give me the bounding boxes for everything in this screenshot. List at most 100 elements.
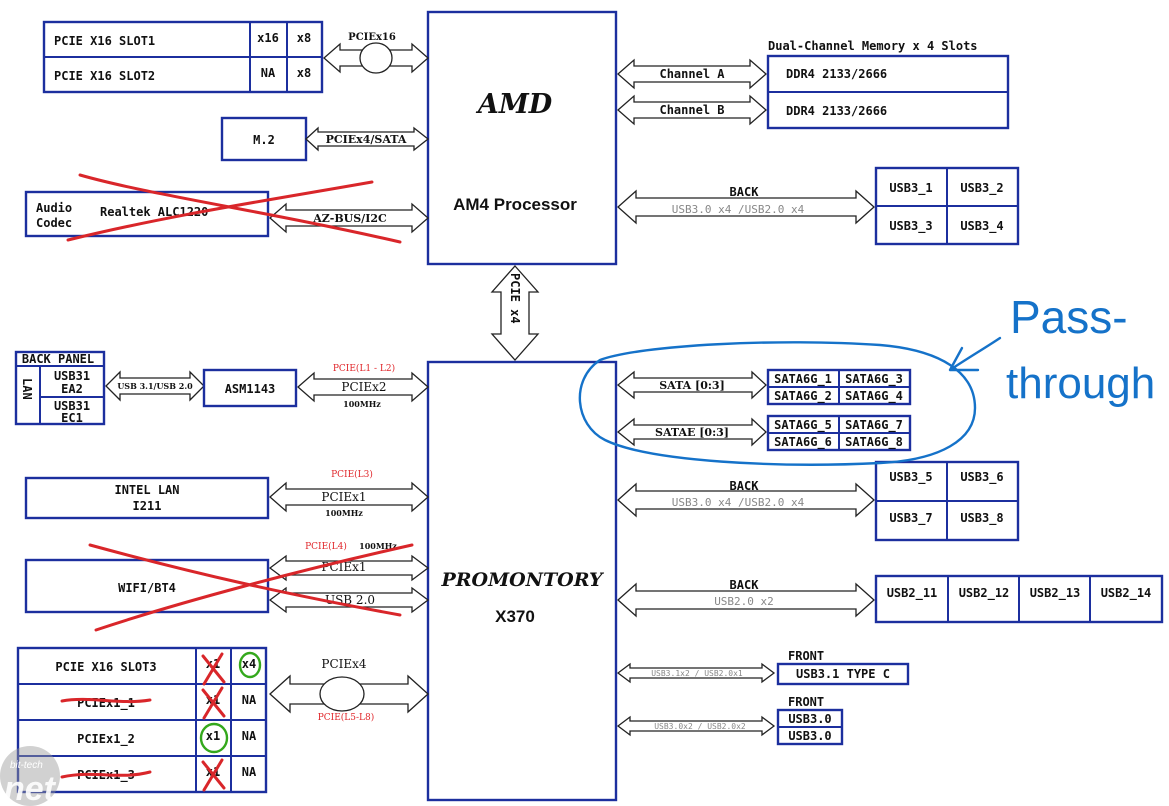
chipset-usb2-block: BACK USB2.0 x2 USB2_11 USB2_12 USB2_13 U…: [617, 574, 1164, 624]
back-panel-port2-a: USB31: [54, 399, 90, 413]
channel-b-label: Channel B: [659, 103, 724, 117]
m2-label: M.2: [253, 133, 275, 147]
usb3-3-port: USB3_3: [889, 219, 932, 234]
front-typec-port: USB3.1 TYPE C: [796, 667, 890, 681]
bit-tech-watermark: bit-tech net: [0, 746, 60, 806]
pass-through-annotation: Pass- through: [578, 291, 1155, 466]
pcie-slot3-group: PCIE X16 SLOT3 PCIEx1_1 PCIEx1_2 PCIEx1_…: [16, 646, 429, 794]
usb2-13-port: USB2_13: [1030, 586, 1081, 601]
front-typec-bus: USB3.1x2 / USB2.0x1: [651, 669, 743, 678]
intel-lan-lanes: PCIE(L3): [331, 469, 373, 480]
sata6g-6: SATA6G_6: [774, 435, 832, 450]
cpu-usb-block: BACK USB3.0 x4 /USB2.0 x4 USB3_1 USB3_2 …: [617, 166, 1020, 246]
wifi-cross-out: [88, 543, 414, 632]
back-panel-block: BACK PANEL LAN USB31 EA2 USB31 EC1 USB 3…: [14, 350, 205, 426]
cpu-chipset-link: PCIE x4: [490, 265, 540, 361]
usb3-6-port: USB3_6: [960, 470, 1003, 485]
annotation-line1: Pass-: [1010, 291, 1128, 343]
back-panel-port1-a: USB31: [54, 369, 90, 383]
sata6g-7: SATA6G_7: [845, 418, 903, 433]
annotation-line2: through: [1006, 359, 1155, 408]
chipset-brand: PROMONTORY: [440, 569, 604, 591]
usb3-7-port: USB3_7: [889, 511, 932, 526]
asm1143-label: ASM1143: [225, 382, 276, 396]
memory-block: Dual-Channel Memory x 4 Slots DDR4 2133/…: [617, 39, 1010, 130]
slot3-row3-name: PCIEx1_2: [77, 732, 135, 747]
slot3-row3-b: NA: [242, 729, 257, 743]
wifi-block: WIFI/BT4 PCIE(L4) 100MHz PCIEx1 USB 2.0: [24, 541, 430, 632]
usb3-8-port: USB3_8: [960, 511, 1003, 526]
usb2-11-port: USB2_11: [887, 586, 938, 601]
usb2-14-port: USB2_14: [1101, 586, 1152, 601]
memory-slot-b: DDR4 2133/2666: [786, 104, 887, 118]
slot3-row1-name: PCIE X16 SLOT3: [55, 660, 156, 674]
audio-block: Audio Codec Realtek ALC1220 AZ-BUS/I2C: [24, 173, 429, 244]
pcie-x16-link: PCIEx16: [323, 32, 429, 74]
slot2-mode-a: NA: [261, 66, 276, 80]
cpu-usb-title: BACK: [730, 185, 760, 199]
slot1-mode-b: x8: [297, 31, 311, 45]
front-usb3-bus: USB3.0x2 / USB2.0x2: [654, 722, 746, 731]
chipset-block: PROMONTORY X370: [426, 360, 618, 802]
sata6g-3: SATA6G_3: [845, 372, 903, 387]
watermark-big: net: [4, 770, 57, 806]
sata-bus-1: SATA [0:3]: [659, 379, 725, 392]
sata6g-5: SATA6G_5: [774, 418, 832, 433]
cpu-brand: AMD: [475, 89, 553, 120]
slot2-label: PCIE X16 SLOT2: [54, 69, 155, 83]
cpu-name: AM4 Processor: [453, 195, 577, 214]
m2-block: M.2 PCIEx4/SATA: [220, 116, 430, 162]
chipset-usb3-title: BACK: [730, 479, 760, 493]
sata6g-8: SATA6G_8: [845, 435, 903, 450]
sata6g-1: SATA6G_1: [774, 372, 832, 387]
wifi-freq: 100MHz: [359, 541, 397, 551]
pcie-x16-slots: PCIE X16 SLOT1 PCIE X16 SLOT2 x16 x8 NA …: [42, 20, 324, 94]
chipset-usb3-bus: USB3.0 x4 /USB2.0 x4: [672, 496, 805, 509]
slot3-row2-b: NA: [242, 693, 257, 707]
slot3-bus: PCIEx4: [321, 657, 367, 671]
audio-cross-out: [66, 173, 402, 244]
sata-bus-2: SATAE [0:3]: [655, 426, 729, 439]
intel-lan-line1: INTEL LAN: [114, 483, 179, 497]
intel-lan-freq: 100MHz: [325, 508, 363, 518]
intel-lan-line2: I211: [133, 499, 162, 513]
slot3-row1-b-circle: [238, 651, 262, 679]
asm-bus: PCIEx2: [341, 380, 386, 394]
front-usb3-block: USB3.0x2 / USB2.0x2 FRONT USB3.0 USB3.0: [616, 695, 844, 746]
slot1-mode-a: x16: [257, 31, 279, 45]
m2-bus-label: PCIEx4/SATA: [326, 133, 407, 146]
front-usb3-port-1: USB3.0: [788, 712, 831, 726]
memory-title: Dual-Channel Memory x 4 Slots: [768, 39, 978, 53]
sata6g-4: SATA6G_4: [845, 389, 903, 404]
pcie-x16-bus-label: PCIEx16: [348, 32, 396, 43]
pass-through-arrow: [948, 336, 1002, 372]
intel-lan-block: INTEL LAN I211 PCIE(L3) PCIEx1 100MHz: [24, 469, 429, 520]
asm-lanes: PCIE(L1 - L2): [333, 363, 395, 374]
memory-slot-a: DDR4 2133/2666: [786, 67, 887, 81]
back-panel-bus: USB 3.1/USB 2.0: [117, 381, 193, 391]
asm-freq: 100MHz: [343, 399, 381, 409]
usb3-5-port: USB3_5: [889, 470, 932, 485]
sata-block: SATA [0:3] SATAE [0:3] SATA6G_1 SATA6G_3…: [616, 368, 912, 452]
front-typec-block: USB3.1x2 / USB2.0x1 FRONT USB3.1 TYPE C: [616, 649, 910, 686]
audio-bus-label: AZ-BUS/I2C: [312, 212, 387, 225]
wifi-lanes: PCIE(L4): [305, 541, 347, 552]
link-label: PCIE x4: [508, 273, 522, 324]
back-panel-port1-b: EA2: [61, 382, 83, 396]
usb3-1-port: USB3_1: [889, 181, 932, 196]
back-panel-port2-b: EC1: [61, 411, 83, 425]
chipset-usb3-block: BACK USB3.0 x4 /USB2.0 x4 USB3_5 USB3_6 …: [617, 460, 1020, 542]
slot3-cross-outs: [60, 652, 226, 792]
watermark-small: bit-tech: [10, 760, 43, 771]
chipset-usb2-title: BACK: [730, 578, 760, 592]
usb3-4-port: USB3_4: [960, 219, 1003, 234]
usb2-12-port: USB2_12: [959, 586, 1010, 601]
audio-codec-label-2: Codec: [36, 216, 72, 230]
wifi-label: WIFI/BT4: [118, 581, 176, 595]
sata6g-2: SATA6G_2: [774, 389, 832, 404]
front-usb3-title: FRONT: [788, 695, 824, 709]
slot2-mode-b: x8: [297, 66, 311, 80]
audio-codec-label-1: Audio: [36, 201, 72, 215]
slot1-label: PCIE X16 SLOT1: [54, 34, 155, 48]
